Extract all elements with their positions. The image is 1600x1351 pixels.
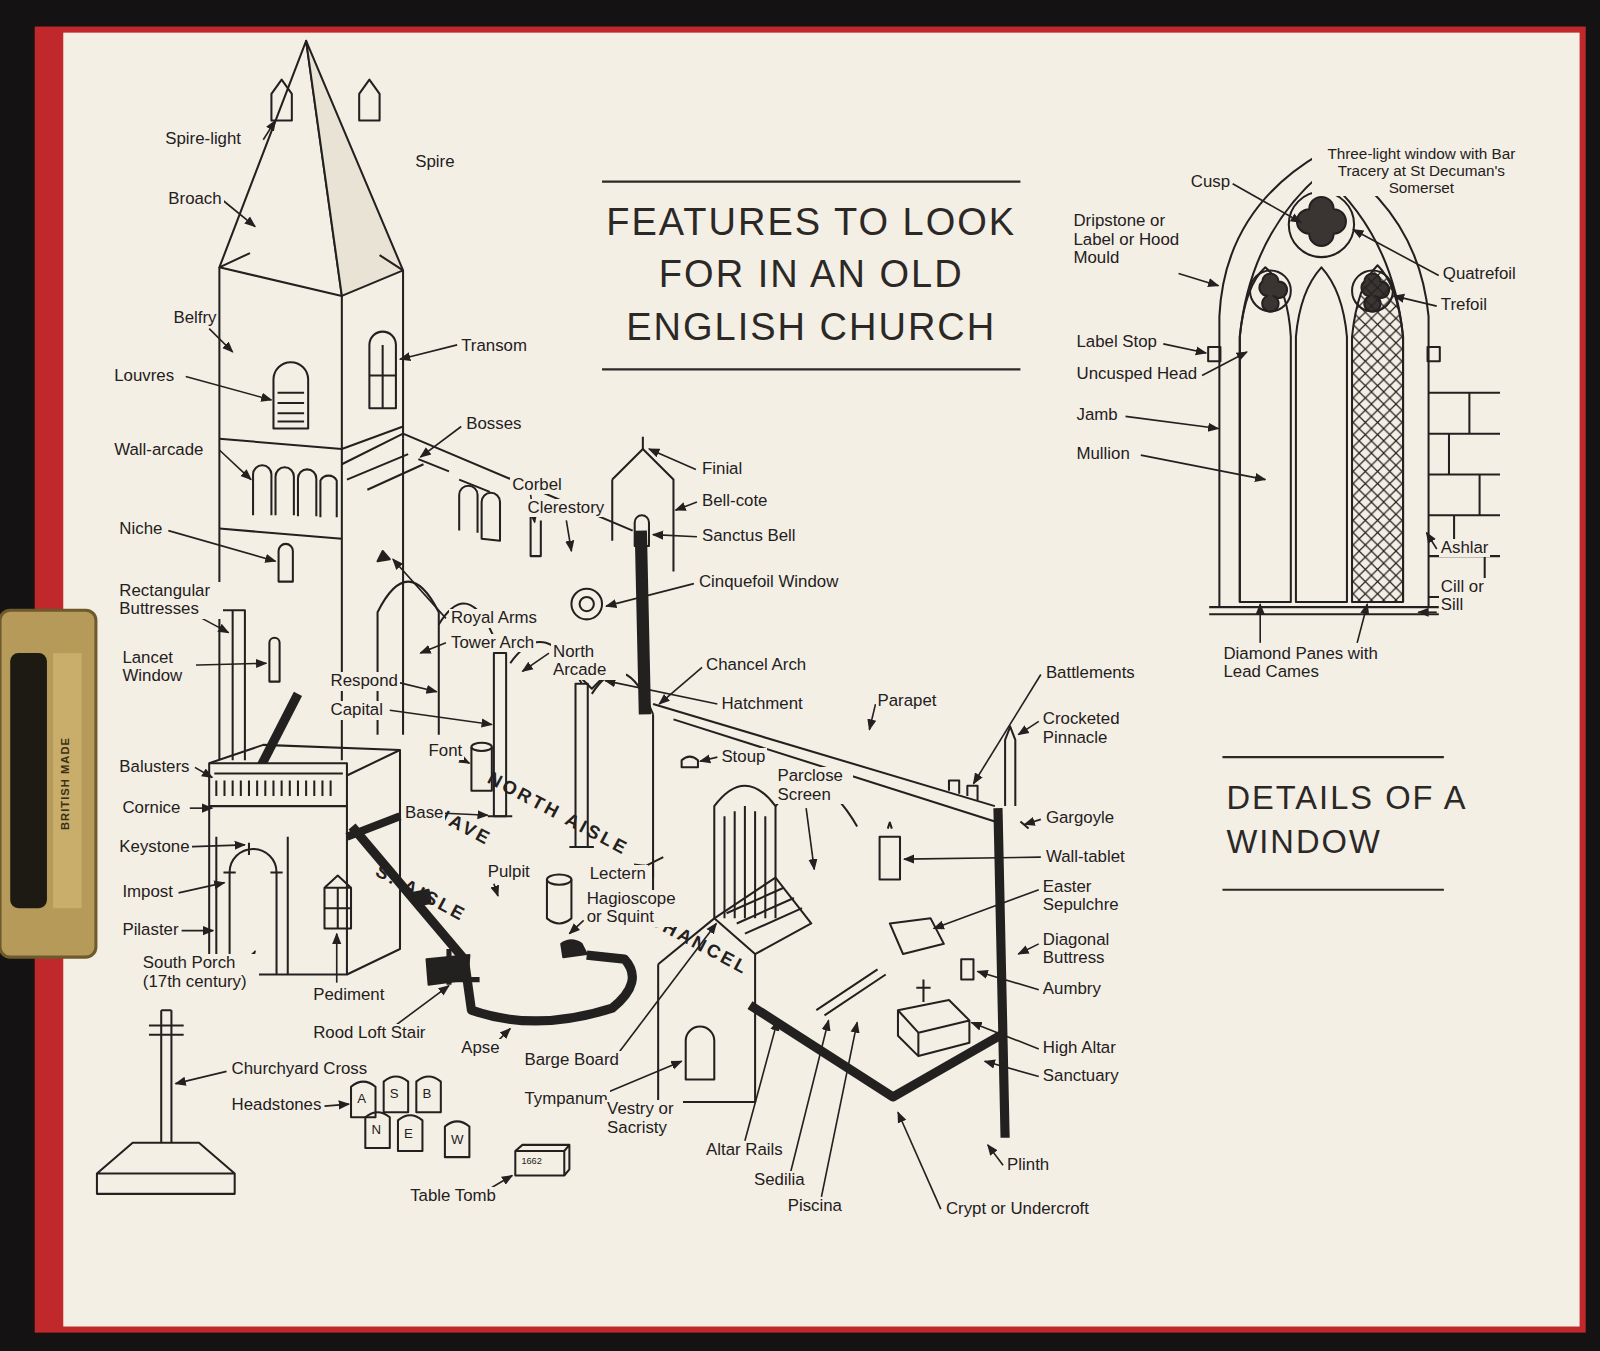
part-label: Corbel <box>510 476 564 495</box>
part-label: North Arcade <box>551 643 626 680</box>
part-label: Gargoyle <box>1044 809 1116 828</box>
part-label: Royal Arms <box>449 609 539 628</box>
part-label: A <box>357 1092 366 1107</box>
diagram-title: FEATURES TO LOOK FOR IN AN OLD ENGLISH C… <box>587 196 1036 353</box>
part-label: Plinth <box>1005 1156 1051 1175</box>
part-label: Churchyard Cross <box>230 1060 370 1079</box>
part-label: South Porch (17th century) <box>141 954 259 991</box>
part-label: Respond <box>329 672 400 691</box>
part-label: Lancet Window <box>120 649 195 686</box>
part-label: NORTH AISLE <box>482 767 633 860</box>
part-label: S <box>390 1087 399 1102</box>
part-label: Broach <box>166 190 223 209</box>
part-label: 1662 <box>521 1156 541 1166</box>
part-label: Sanctuary <box>1041 1067 1121 1086</box>
part-label: Spire-light <box>163 130 243 149</box>
maker-stamp: BRITISH MADE <box>59 735 71 832</box>
part-label: Capital <box>329 701 385 720</box>
part-label: Headstones <box>230 1096 324 1115</box>
part-label: Rood Loft Stair <box>311 1024 427 1043</box>
part-label: Lectern <box>588 865 648 884</box>
part-label: Label Stop <box>1074 333 1158 352</box>
part-label: Hagioscope or Squint <box>585 890 696 927</box>
part-label: Sanctus Bell <box>700 527 798 546</box>
part-label: Wall-arcade <box>112 441 205 460</box>
part-label: Table Tomb <box>408 1187 498 1206</box>
part-label: Hatchment <box>719 695 804 714</box>
part-label: N <box>371 1123 381 1138</box>
part-label: Bosses <box>464 415 523 434</box>
section-heading: DETAILS OF A WINDOW <box>1224 776 1473 864</box>
part-label: Wall-tablet <box>1044 848 1127 867</box>
part-label: Parapet <box>876 692 939 711</box>
part-label: Parclose Screen <box>776 767 853 804</box>
part-label: Sedilia <box>752 1171 807 1190</box>
part-label: Cill or Sill <box>1439 578 1502 615</box>
part-label: S. AISLE <box>370 860 471 927</box>
part-label: Transom <box>459 337 529 356</box>
part-label: Bell-cote <box>700 492 769 511</box>
part-label: Easter Sepulchre <box>1041 878 1135 915</box>
part-label: Three-light window with Bar Tracery at S… <box>1312 146 1530 197</box>
part-label: Diagonal Buttress <box>1041 931 1129 968</box>
part-label: Balusters <box>117 758 191 777</box>
part-label: Ashlar <box>1439 539 1491 558</box>
part-label: Quatrefoil <box>1441 265 1518 284</box>
part-label: Impost <box>120 883 175 902</box>
part-label: B <box>422 1087 431 1102</box>
part-label: Cinquefoil Window <box>697 573 840 592</box>
part-label: Base <box>403 804 445 823</box>
part-label: Mullion <box>1074 445 1131 464</box>
part-label: Trefoil <box>1439 296 1489 315</box>
part-label: Apse <box>459 1039 501 1058</box>
part-label: Stoup <box>719 748 767 767</box>
part-label: Keystone <box>117 838 191 857</box>
part-label: Spire <box>413 153 456 172</box>
part-label: Crypt or Undercroft <box>944 1200 1091 1219</box>
part-label: Rectangular Buttresses <box>117 582 223 619</box>
part-label: Cornice <box>120 799 182 818</box>
part-label: Altar Rails <box>704 1141 785 1160</box>
part-label: Cusp <box>1189 173 1232 192</box>
part-label: Louvres <box>112 367 176 386</box>
part-label: Tower Arch <box>449 634 536 653</box>
part-label: Jamb <box>1074 406 1119 425</box>
part-label: Niche <box>117 520 164 539</box>
part-label: Barge Board <box>522 1051 621 1070</box>
part-label: Chancel Arch <box>704 656 808 675</box>
part-label: E <box>404 1127 413 1142</box>
part-label: Diamond Panes with Lead Cames <box>1221 645 1393 682</box>
part-label: Vestry or Sacristy <box>605 1100 682 1137</box>
part-label: Piscina <box>786 1197 844 1216</box>
part-label: Pilaster <box>120 921 180 940</box>
part-label: Belfry <box>171 309 218 328</box>
part-label: Dripstone or Label or Hood Mould <box>1071 212 1195 268</box>
part-label: Font <box>427 742 465 761</box>
part-label: Uncusped Head <box>1074 365 1199 384</box>
part-label: Clerestory <box>526 499 607 518</box>
part-label: Tympanum <box>522 1090 609 1109</box>
part-label: Pediment <box>311 986 386 1005</box>
part-label: Crocketed Pinnacle <box>1041 710 1139 747</box>
part-label: Battlements <box>1044 664 1137 683</box>
part-label: High Altar <box>1041 1039 1118 1058</box>
part-label: Finial <box>700 460 744 479</box>
part-label: Aumbry <box>1041 980 1103 999</box>
part-label: W <box>451 1133 464 1148</box>
part-label: Pulpit <box>486 863 532 882</box>
